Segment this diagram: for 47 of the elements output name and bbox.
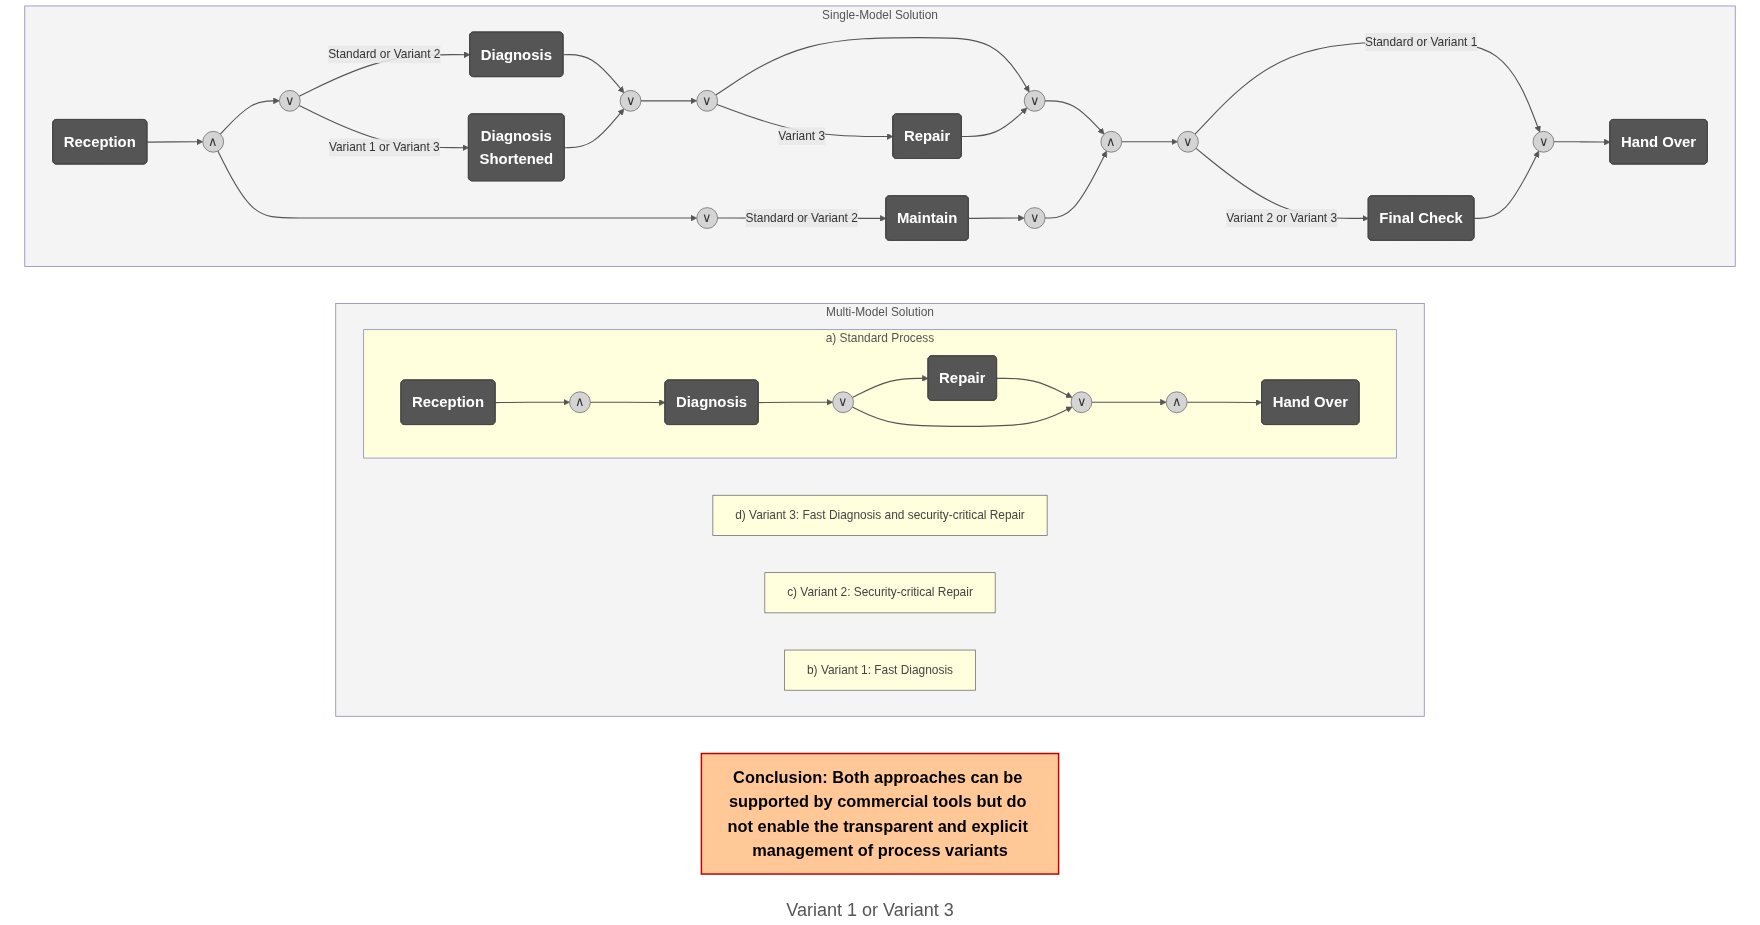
arrow: [715, 37, 1030, 96]
arrow: [1553, 138, 1611, 146]
arrow: [1473, 150, 1540, 219]
arrow: [851, 406, 1073, 427]
arrow: [1186, 399, 1263, 406]
node-circle: ∨: [1070, 391, 1093, 413]
node-circle: ∨: [696, 90, 718, 112]
arrow: [961, 107, 1028, 138]
node-circle: ∧: [1100, 131, 1123, 153]
arrow: [564, 108, 625, 149]
edge-label: Variant 2 or Variant 3: [1226, 211, 1338, 224]
node-circle: ∨: [279, 90, 301, 112]
arrow: [494, 398, 570, 406]
arrow: [1044, 100, 1105, 135]
node-circle: ∨: [619, 90, 642, 112]
node-circle: ∧: [1165, 391, 1188, 413]
node-circle: ∨: [1177, 131, 1199, 153]
arrow: [968, 214, 1025, 222]
arrow: [640, 97, 698, 105]
note-text: Variant 1 or Variant 3: [786, 900, 954, 920]
arrow: [589, 399, 666, 406]
node-circle: ∨: [1532, 131, 1555, 153]
edge-label: Standard or Variant 2: [328, 47, 441, 61]
node-circle: ∨: [1023, 90, 1046, 112]
arrow: [146, 138, 204, 146]
arrow: [1044, 150, 1107, 219]
node-box: b) Variant 1: Fast Diagnosis: [784, 649, 976, 691]
arrow: [219, 97, 280, 135]
node-circle: ∨: [832, 391, 854, 413]
arrow: [996, 377, 1073, 398]
node-circle: ∨: [696, 207, 718, 229]
node-box: c) Variant 2: Security-critical Repair: [764, 572, 996, 614]
node-box: Conclusion: Both approaches can be supported by commercial tools but do not enable the transparent and explicit management of process variants: [700, 752, 1060, 875]
arrow: [1121, 138, 1178, 146]
arrow: [562, 54, 625, 94]
edge-label: Variant 3: [778, 129, 826, 143]
node-circle: ∧: [202, 131, 224, 153]
edge-label: Variant 1 or Variant 3: [328, 140, 440, 154]
arrow: [1091, 398, 1167, 406]
node-circle: ∧: [569, 391, 591, 413]
arrow: [217, 150, 698, 222]
arrow: [851, 375, 929, 399]
arrow: [758, 398, 833, 406]
edge-label: Standard or Variant 1: [1364, 35, 1478, 48]
node-circle: ∨: [1023, 207, 1046, 229]
node-box: d) Variant 3: Fast Diagnosis and security-critical Repair: [712, 494, 1048, 536]
edge-label: Standard or Variant 2: [745, 211, 858, 224]
